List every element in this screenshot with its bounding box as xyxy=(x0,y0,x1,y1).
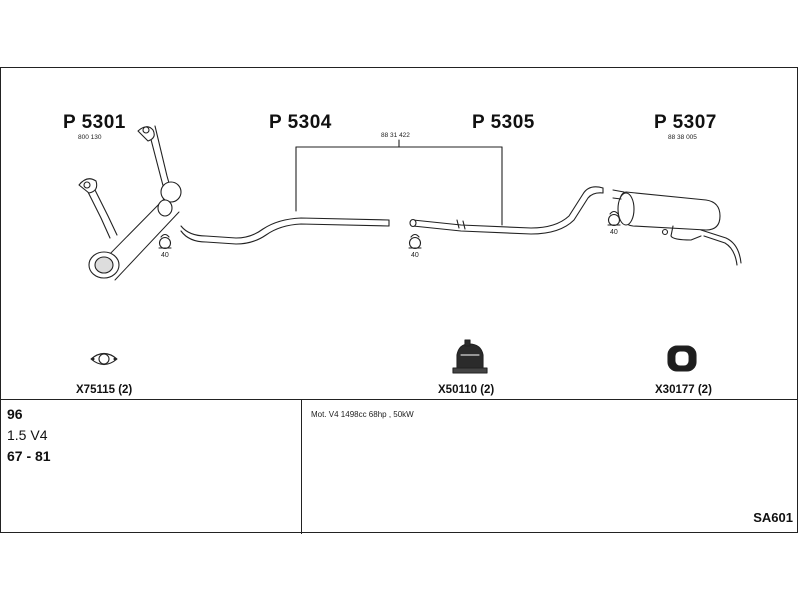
part-number-p5307: P 5307 xyxy=(654,112,717,133)
part-ref-p5307: 88 38 005 xyxy=(668,134,697,141)
clamp-1-drawing xyxy=(158,233,172,250)
vehicle-summary: 96 1.5 V4 67 - 81 xyxy=(1,400,302,534)
front-pipe-silencer-drawing xyxy=(78,125,182,281)
intermediate-pipe-drawing xyxy=(180,217,390,245)
vehicle-model: 96 xyxy=(7,406,23,422)
rubber-ring-icon xyxy=(667,345,697,372)
exhaust-diagram-sheet: P 5301 800 130 P 5304 88 31 422 P 5305 P… xyxy=(0,67,798,534)
vehicle-info-panel: 96 1.5 V4 67 - 81 Mot. V4 1498cc 68hp , … xyxy=(1,399,797,534)
rubber-mount-icon xyxy=(452,339,488,374)
vehicle-years: 67 - 81 xyxy=(7,448,51,464)
combined-part-ref: 88 31 422 xyxy=(381,132,410,139)
accessory-code-ring: X30177 (2) xyxy=(655,384,712,396)
clamp-size-3: 40 xyxy=(610,229,618,236)
accessory-code-gasket: X75115 (2) xyxy=(76,384,133,396)
combined-part-bracket xyxy=(295,139,503,226)
clamp-size-1: 40 xyxy=(161,252,169,259)
engine-description: Mot. V4 1498cc 68hp , 50kW xyxy=(311,410,414,419)
rear-silencer-drawing xyxy=(612,189,742,266)
vehicle-engine: 1.5 V4 xyxy=(7,427,48,443)
part-ref-p5301: 800 130 xyxy=(78,134,102,141)
part-number-p5301: P 5301 xyxy=(63,112,126,133)
gasket-icon xyxy=(90,352,118,366)
part-number-p5305: P 5305 xyxy=(472,112,535,133)
exhaust-system-drawing xyxy=(78,125,742,374)
clamp-3-drawing xyxy=(607,210,621,227)
clamp-size-2: 40 xyxy=(411,252,419,259)
centre-pipe-drawing xyxy=(409,186,604,235)
clamp-2-drawing xyxy=(408,233,422,250)
diagram-code: SA601 xyxy=(753,510,793,525)
accessory-code-mount: X50110 (2) xyxy=(438,384,495,396)
part-number-p5304: P 5304 xyxy=(269,112,332,133)
